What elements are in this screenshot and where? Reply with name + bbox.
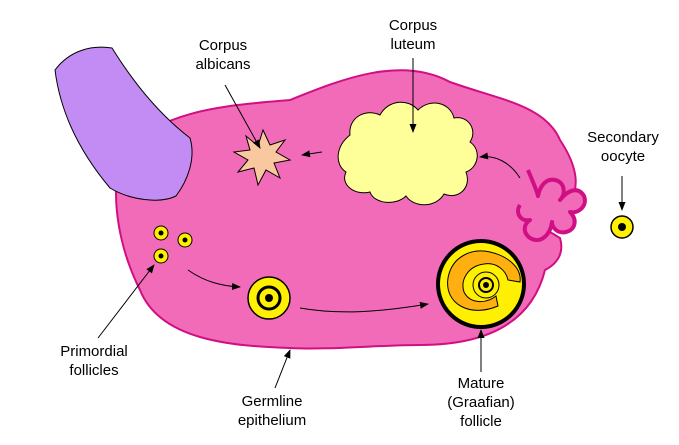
growing-follicle [247,276,291,320]
arrow-luteum-to-albicans [301,150,323,158]
label-germline-epithelium: Germline epithelium [237,393,307,429]
mature-follicle [436,239,526,329]
primordial-follicles [153,225,193,264]
label-corpus-luteum: Corpus luteum [388,17,438,53]
ovarian-ligament [54,46,193,201]
label-primordial-follicles: Primordial follicles [60,343,128,379]
corpus-luteum [337,101,478,206]
secondary-oocyte [610,215,634,239]
pointer-primordial-follicles [97,264,155,339]
pointer-corpus-albicans [224,84,261,149]
arrow-primordial-to-growing [187,269,241,291]
arrow-growing-to-mature [299,301,429,313]
label-mature-follicle: Mature (Graafian) follicle [447,375,515,430]
corpus-albicans [232,128,292,187]
antrum [447,250,521,311]
label-secondary-oocyte: Secondary oocyte [587,129,659,165]
arrow-ovulation-to-luteum [479,152,521,179]
ruptured-follicle-edge [516,169,587,242]
pointer-germline-epithelium [274,349,291,389]
label-corpus-albicans: Corpus albicans [195,37,251,73]
